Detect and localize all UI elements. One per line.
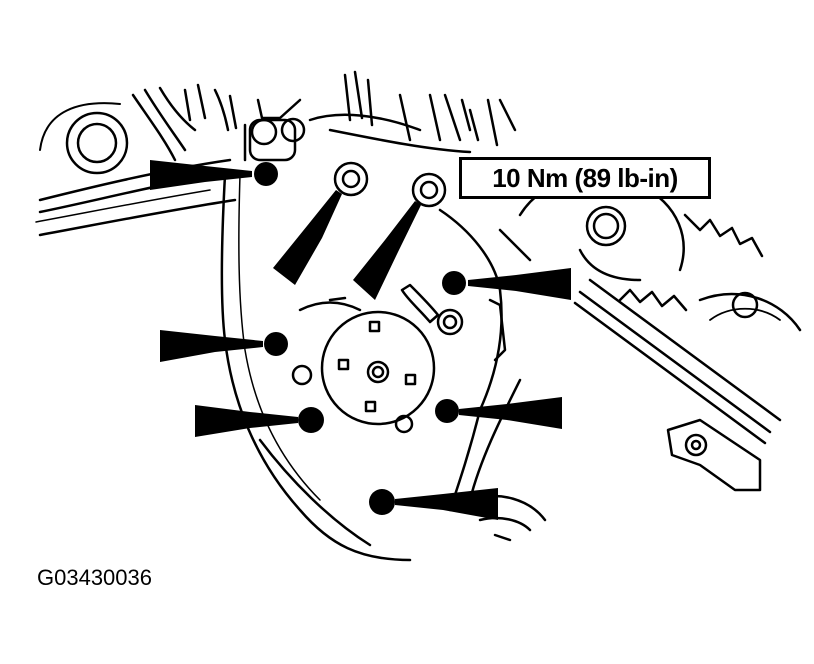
- bolt-icon-group: [254, 162, 466, 515]
- arrow-icon: [195, 405, 298, 437]
- torque-callout-label: 10 Nm (89 lb-in): [459, 157, 711, 199]
- figure-id: G03430036: [37, 565, 152, 590]
- arrow-icon: [468, 268, 571, 300]
- upper-left-pulley: [39, 102, 129, 175]
- bolt-icon: [435, 399, 459, 423]
- arrow-icon: [353, 201, 421, 300]
- bolt-icon: [369, 489, 395, 515]
- timing-chain: [573, 213, 782, 445]
- water-pump-hub: [291, 283, 464, 434]
- torque-bolt-heads: [333, 161, 447, 208]
- bolt-icon: [254, 162, 278, 186]
- bolt-icon: [411, 172, 447, 208]
- arrow-icon: [395, 488, 498, 520]
- bolt-icon: [442, 271, 466, 295]
- arrow-icon: [273, 190, 342, 285]
- crank-sprocket: [698, 291, 802, 332]
- top-hoses-and-bracket: [131, 70, 517, 162]
- bolt-icon: [264, 332, 288, 356]
- arrow-icon: [150, 160, 252, 190]
- arrow-icon: [459, 397, 562, 429]
- idler-stud: [243, 117, 306, 162]
- bolt-icon: [333, 161, 369, 197]
- arrow-icon: [160, 330, 263, 362]
- bolt-icon: [298, 407, 324, 433]
- arrow-icon-group: [150, 160, 571, 520]
- tensioner-arm: [666, 418, 762, 492]
